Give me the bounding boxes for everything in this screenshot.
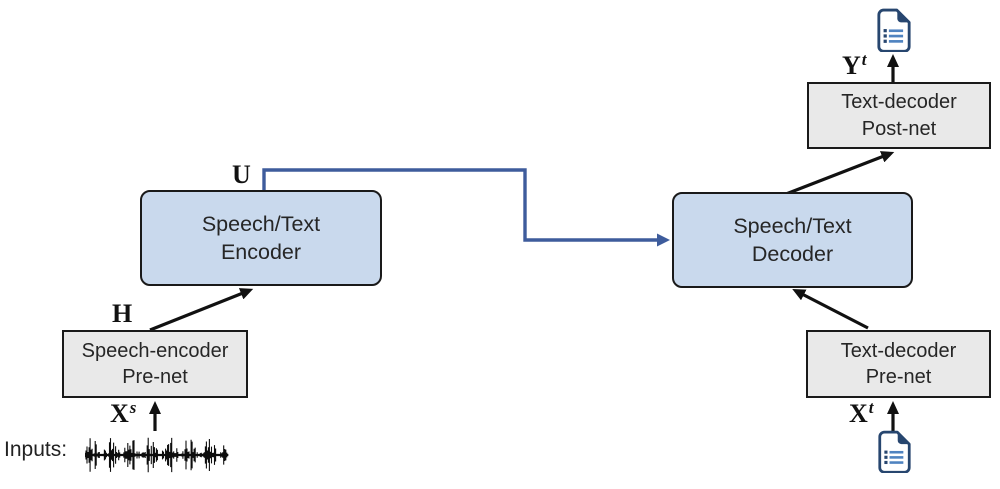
inputs-caption: Inputs: xyxy=(4,438,68,461)
text-pre-net-to-decoder-arrow xyxy=(792,288,869,330)
encoder-label-line2: Encoder xyxy=(220,240,302,264)
text-pre-net-label-line1: Text-decoder xyxy=(840,339,957,362)
text-input-label-Xt: Xt xyxy=(849,398,874,428)
text-decoder-pre-net-box: Text-decoder Pre-net xyxy=(806,330,991,398)
text-document-icon xyxy=(877,8,911,52)
speech-pre-net-to-encoder-arrow xyxy=(149,288,254,332)
speech-input-label-Xs: Xs xyxy=(110,398,137,428)
decoder-label-line2: Decoder xyxy=(751,242,834,266)
text-pre-net-label-line2: Pre-net xyxy=(865,366,932,388)
encoder-output-label-U: U xyxy=(232,160,251,189)
speech-waveform-graphic xyxy=(85,437,229,473)
encoder-to-decoder-connector xyxy=(262,168,670,247)
speech-pre-net-label-line2: Pre-net xyxy=(122,366,188,388)
speech-encoder-pre-net-box: Speech-encoder Pre-net xyxy=(62,330,248,398)
decoder-label-line1: Speech/Text xyxy=(733,213,852,238)
text-output-label-Yt: Yt xyxy=(842,50,867,80)
encoder-input-label-H: H xyxy=(112,299,133,328)
speech-text-encoder-box: Speech/Text Encoder xyxy=(140,190,382,286)
post-net-label-line1: Text-decoder xyxy=(841,91,957,114)
decoder-to-post-net-arrow xyxy=(785,151,895,196)
post-net-label-line2: Post-net xyxy=(861,117,937,140)
speech-text-decoder-box: Speech/Text Decoder xyxy=(672,192,913,288)
text-document-icon xyxy=(878,430,911,473)
text-decoder-post-net-box: Text-decoder Post-net xyxy=(807,82,991,149)
speech-pre-net-label-line1: Speech-encoder xyxy=(81,339,229,362)
encoder-label-line1: Speech/Text xyxy=(201,211,321,236)
